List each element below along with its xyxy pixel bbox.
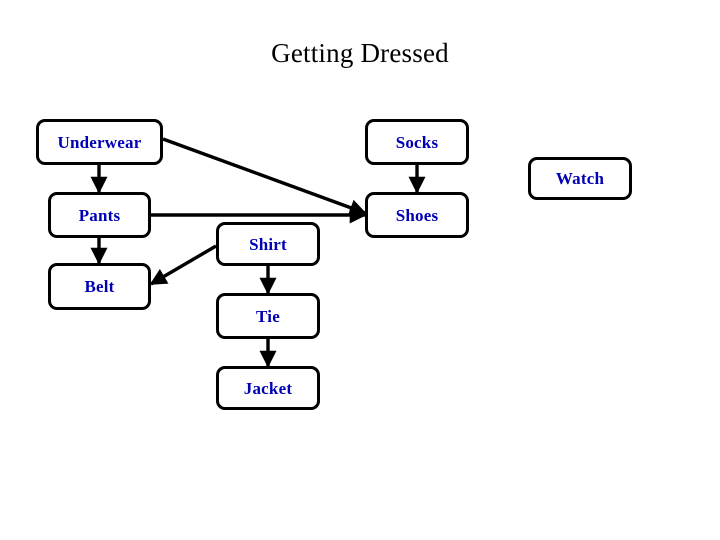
node-underwear[interactable]: Underwear xyxy=(36,119,163,165)
page-title: Getting Dressed xyxy=(271,38,449,68)
node-watch[interactable]: Watch xyxy=(528,157,632,200)
node-socks[interactable]: Socks xyxy=(365,119,469,165)
edge-shirt-to-belt xyxy=(149,244,217,286)
node-label-watch: Watch xyxy=(555,169,605,188)
node-jacket[interactable]: Jacket xyxy=(216,366,320,410)
node-label-socks: Socks xyxy=(395,132,439,152)
node-label-underwear: Underwear xyxy=(57,132,142,152)
node-label-shirt: Shirt xyxy=(249,234,287,254)
edge-underwear-to-shoes xyxy=(162,137,367,216)
node-pants[interactable]: Pants xyxy=(48,192,151,238)
node-tie[interactable]: Tie xyxy=(216,293,320,339)
node-label-tie: Tie xyxy=(256,306,280,326)
node-label-belt: Belt xyxy=(84,277,115,296)
node-shoes[interactable]: Shoes xyxy=(365,192,469,238)
node-shirt[interactable]: Shirt xyxy=(216,222,320,266)
node-belt[interactable]: Belt xyxy=(48,263,151,310)
node-label-pants: Pants xyxy=(78,205,121,225)
node-label-shoes: Shoes xyxy=(395,205,439,225)
node-label-jacket: Jacket xyxy=(243,378,293,398)
